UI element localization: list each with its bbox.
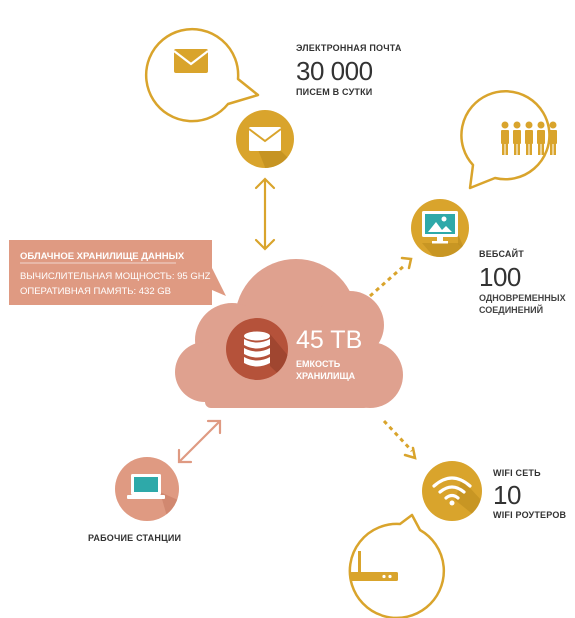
email-value: 30 000 [296,56,373,86]
workstations-label: РАБОЧИЕ СТАНЦИИ [88,533,182,543]
cloud-website-arrow [369,256,413,298]
website-subtitle-1: ОДНОВРЕМЕННЫХ [479,293,566,303]
wifi-icon [432,476,472,500]
email-circle [236,110,294,168]
email-bubble [144,27,260,123]
wifi-circle [422,461,482,521]
cloud-subtitle-1: ЕМКОСТЬ [296,359,341,369]
router-icon [350,551,398,581]
cloud-subtitle-2: ХРАНИЛИЩА [296,371,356,381]
cloud-wifi-arrow [382,419,417,460]
wifi-subtitle: WIFI РОУТЕРОВ [493,510,567,520]
workstation-circle [115,457,179,521]
email-title: ЭЛЕКТРОННАЯ ПОЧТА [296,43,402,53]
wifi-title: WIFI СЕТЬ [493,468,541,478]
storage-callout-title: ОБЛАЧНОЕ ХРАНИЛИЩЕ ДАННЫХ [20,251,185,262]
monitor-icon [422,211,458,244]
storage-callout-cpu: ВЫЧИСЛИТЕЛЬНАЯ МОЩНОСТЬ: 95 GHZ [20,271,211,282]
cloud-workstation-arrow [177,419,222,464]
storage-callout-ram: ОПЕРАТИВНАЯ ПАМЯТЬ: 432 GB [20,286,171,297]
email-cloud-arrow [254,177,276,251]
email-subtitle: ПИСЕМ В СУТКИ [296,87,373,97]
cloud-value: 45 TB [296,326,363,354]
storage-callout-box [9,240,226,305]
website-value: 100 [479,262,521,292]
database-icon [244,331,270,367]
wifi-value: 10 [493,480,521,510]
envelope-icon [249,127,281,151]
website-circle [411,199,469,257]
website-title: ВЕБСАЙТ [479,249,524,259]
people-icon [501,121,557,155]
envelope-bubble-icon [173,49,209,73]
laptop-icon [127,474,165,499]
router-bubble [348,513,446,618]
website-subtitle-2: СОЕДИНЕНИЙ [479,305,544,315]
